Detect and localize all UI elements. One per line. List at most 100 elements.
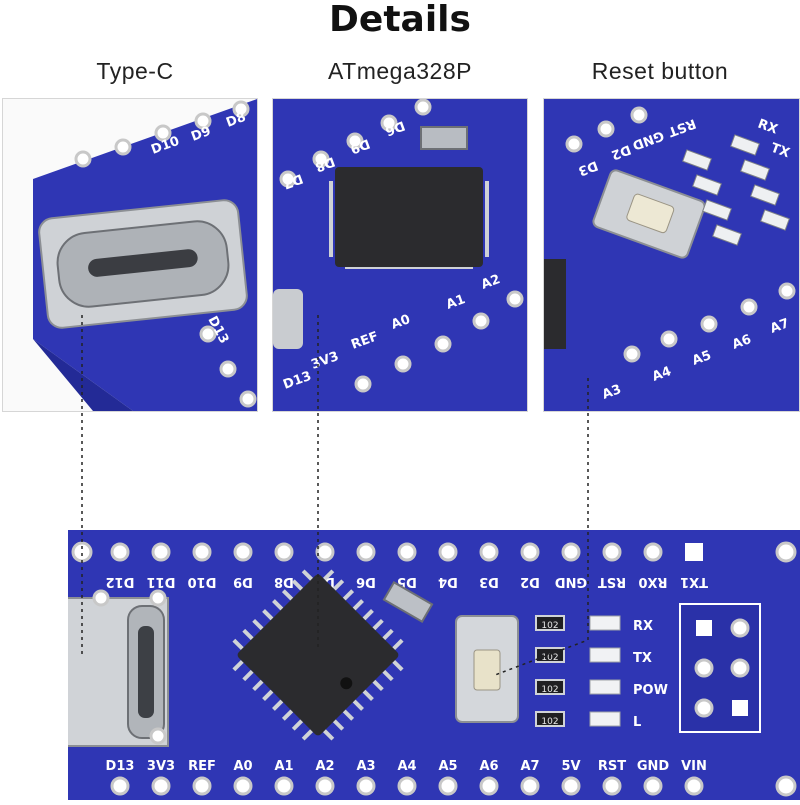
typec-closeup-image: D13 D10 D9 D8	[33, 99, 257, 411]
top-pin-hole	[561, 542, 581, 562]
bottom-pin-label: D13	[106, 759, 135, 774]
top-pin-hole	[315, 542, 335, 562]
reset-pin-label: D3	[576, 157, 600, 178]
bottom-pin-hole	[520, 776, 540, 796]
top-pin-label: D12	[106, 574, 135, 589]
atmega328p-chip	[232, 569, 404, 741]
top-pin-label: D2	[520, 574, 540, 589]
nano-board-image: D12D11D10D9D8D7D6D5D4D3D2GNDRSTRX0TX1 D1…	[37, 530, 800, 800]
bottom-pin-label: A5	[438, 759, 457, 774]
top-pin-label: D10	[188, 574, 217, 589]
bottom-pin-hole	[684, 776, 704, 796]
reset-pin-label: A5	[690, 348, 713, 369]
bottom-pin-hole	[274, 776, 294, 796]
top-pin-labels: D12D11D10D9D8D7D6D5D4D3D2GNDRSTRX0TX1	[106, 574, 708, 589]
mcu-pin-label: A1	[444, 292, 467, 313]
mcu-pin-label: D9	[348, 135, 372, 156]
mount-hole	[71, 541, 93, 563]
bottom-pin-hole	[643, 776, 663, 796]
led-label: L	[633, 715, 641, 730]
top-pin-hole	[397, 542, 417, 562]
bottom-pin-label: A3	[356, 759, 375, 774]
bottom-pin-hole	[438, 776, 458, 796]
resistor-code: 102	[541, 717, 558, 727]
top-pin-hole	[356, 542, 376, 562]
top-pin-label: D9	[233, 574, 253, 589]
bottom-pin-hole	[233, 776, 253, 796]
top-pin-hole	[685, 543, 703, 561]
caption-reset-button: Reset button	[591, 58, 729, 84]
bottom-pin-hole	[192, 776, 212, 796]
reset-pin-label: A4	[650, 364, 673, 385]
bottom-pin-hole	[315, 776, 335, 796]
led-label: TX	[633, 651, 652, 666]
resistor	[535, 711, 565, 727]
mcu-pin-label: D6	[383, 117, 407, 138]
top-pin-label: D8	[274, 574, 294, 589]
bottom-pin-label: A6	[479, 759, 498, 774]
top-pin-label: D6	[356, 574, 376, 589]
bottom-pin-holes	[110, 775, 797, 797]
bottom-pin-hole	[151, 776, 171, 796]
resistor-code: 102	[541, 685, 558, 695]
bottom-pin-label: A1	[274, 759, 293, 774]
mcu-pin-label: D8	[313, 153, 337, 174]
top-pin-hole	[602, 542, 622, 562]
nano-board: D12D11D10D9D8D7D6D5D4D3D2GNDRSTRX0TX1 D1…	[37, 530, 800, 800]
top-pin-hole	[151, 542, 171, 562]
reset-pin-label: TX	[769, 141, 792, 162]
bottom-pin-hole	[110, 776, 130, 796]
reset-pin-label: A7	[768, 316, 791, 337]
mount-hole	[775, 541, 797, 563]
status-led	[589, 615, 621, 631]
mcu-pin-label: A0	[389, 312, 412, 333]
status-led	[589, 647, 621, 663]
top-pin-label: D3	[479, 574, 499, 589]
reset-pin-label: RX	[756, 117, 780, 138]
top-pin-hole	[643, 542, 663, 562]
page-title: Details	[329, 0, 471, 40]
bottom-pin-hole	[602, 776, 622, 796]
bottom-pin-label: A0	[233, 759, 252, 774]
mcu-pin-label: A2	[479, 272, 502, 293]
bottom-pin-label: 5V	[561, 759, 580, 774]
led-label: POW	[633, 683, 668, 698]
reset-button	[455, 615, 519, 723]
top-pin-hole	[520, 542, 540, 562]
top-pin-holes	[71, 541, 797, 563]
bottom-pin-hole	[561, 776, 581, 796]
reset-pin-label: A6	[730, 332, 753, 353]
bottom-pin-label: RST	[598, 759, 626, 774]
reset-closeup-image: RX TX RST GND D2 D3 A3 A4 A5 A6 A7	[544, 99, 799, 411]
icsp-header	[679, 603, 761, 733]
mcu-closeup-panel: D13 3V3 REF A0 A1 A2 D9 D8 D7 D6	[272, 98, 528, 412]
reset-pin-label: D2	[609, 141, 633, 162]
top-pin-label: D5	[397, 574, 417, 589]
caption-atmega328p: ATmega328P	[328, 58, 472, 84]
mount-hole	[775, 775, 797, 797]
typec-pin-label: D9	[189, 124, 213, 145]
reset-pin-label: A3	[600, 382, 623, 403]
top-pin-hole	[274, 542, 294, 562]
mcu-pin-label: D7	[281, 170, 305, 191]
status-led	[589, 679, 621, 695]
bottom-pin-label: A2	[315, 759, 334, 774]
crystal-component	[382, 580, 434, 624]
bottom-pin-label: 3V3	[147, 759, 175, 774]
bottom-pin-label: VIN	[681, 759, 707, 774]
top-pin-hole	[479, 542, 499, 562]
top-pin-label: D4	[438, 574, 458, 589]
caption-type-c: Type-C	[96, 58, 174, 84]
status-led	[589, 711, 621, 727]
led-label: RX	[633, 619, 653, 634]
top-pin-hole	[110, 542, 130, 562]
bottom-pin-label: A4	[397, 759, 416, 774]
top-pin-label: D11	[147, 574, 176, 589]
top-pin-hole	[438, 542, 458, 562]
mcu-closeup-image: D13 3V3 REF A0 A1 A2 D9 D8 D7 D6	[273, 99, 527, 411]
resistor-code: 102	[541, 621, 558, 631]
reset-closeup-panel: RX TX RST GND D2 D3 A3 A4 A5 A6 A7	[543, 98, 800, 412]
top-pin-hole	[192, 542, 212, 562]
top-pin-label: GND	[555, 574, 588, 589]
